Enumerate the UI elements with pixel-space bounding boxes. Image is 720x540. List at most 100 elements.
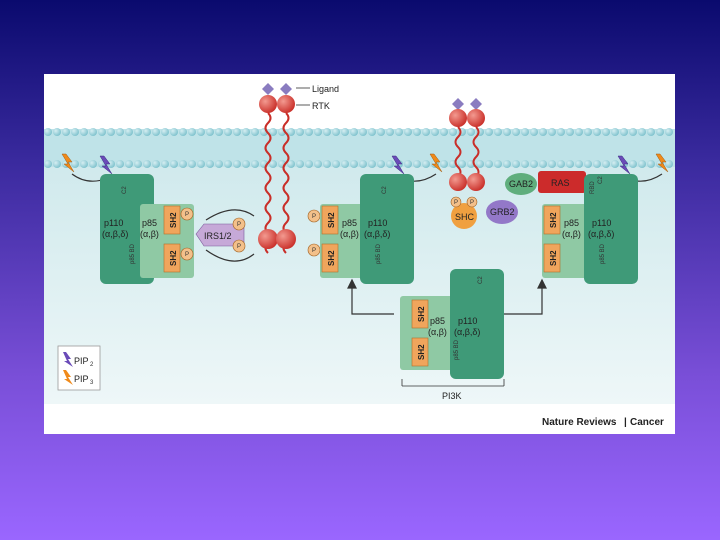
lipid-head bbox=[377, 160, 385, 168]
svg-text:P: P bbox=[470, 200, 474, 206]
ligand-diamond-icon bbox=[262, 83, 274, 95]
credit-section: Cancer bbox=[630, 417, 664, 428]
lipid-head bbox=[539, 128, 547, 136]
lipid-head bbox=[107, 128, 115, 136]
lipid-head bbox=[449, 128, 457, 136]
figure-panel: Ligand RTK SHC P P GRB2 GAB2 RAS SH2 SH2 bbox=[44, 74, 675, 434]
svg-text:C2: C2 bbox=[598, 176, 604, 184]
lipid-head bbox=[485, 128, 493, 136]
pip2-bolt-icon bbox=[99, 155, 113, 175]
lipid-head bbox=[53, 160, 61, 168]
lipid-head bbox=[206, 128, 214, 136]
pip-bolts bbox=[61, 153, 669, 175]
lipid-head bbox=[557, 128, 565, 136]
svg-text:p85 BD: p85 BD bbox=[376, 243, 382, 264]
lipid-head bbox=[413, 160, 421, 168]
svg-text:C2: C2 bbox=[478, 276, 484, 284]
lipid-head bbox=[170, 160, 178, 168]
pi3k-free: SH2 SH2 p85 (α,β) p110 (α,β,δ) C2 p85 BD… bbox=[400, 269, 505, 401]
pip2-bolt-icon bbox=[63, 352, 73, 367]
lipid-head bbox=[404, 128, 412, 136]
svg-text:p110: p110 bbox=[592, 218, 611, 228]
rtk-receptor-right bbox=[449, 98, 485, 191]
svg-text:p110: p110 bbox=[458, 316, 477, 326]
lipid-head bbox=[98, 128, 106, 136]
shc-label: SHC bbox=[455, 212, 475, 222]
lipid-head bbox=[89, 128, 97, 136]
lipid-head bbox=[314, 160, 322, 168]
lipid-head bbox=[386, 160, 394, 168]
lipid-head bbox=[503, 160, 511, 168]
svg-text:(α,β,δ): (α,β,δ) bbox=[588, 229, 614, 239]
ligand-label: Ligand bbox=[312, 84, 339, 94]
svg-text:p85 BD: p85 BD bbox=[130, 243, 136, 264]
svg-text:p110: p110 bbox=[368, 218, 387, 228]
lipid-head bbox=[602, 128, 610, 136]
lipid-head bbox=[224, 160, 232, 168]
credit-journal: Nature Reviews bbox=[542, 417, 617, 428]
lipid-head bbox=[71, 160, 79, 168]
svg-text:(α,β): (α,β) bbox=[140, 229, 159, 239]
lipid-head bbox=[224, 128, 232, 136]
lipid-head bbox=[251, 160, 259, 168]
lipid-head bbox=[521, 128, 529, 136]
lipid-head bbox=[80, 128, 88, 136]
lipid-head bbox=[314, 128, 322, 136]
ligand-diamond-icon bbox=[452, 98, 464, 110]
lipid-head bbox=[323, 128, 331, 136]
svg-text:SH2: SH2 bbox=[327, 250, 336, 266]
lipid-head bbox=[539, 160, 547, 168]
lipid-head bbox=[134, 160, 142, 168]
lipid-head bbox=[413, 128, 421, 136]
lipid-head bbox=[71, 128, 79, 136]
lipid-head bbox=[134, 128, 142, 136]
svg-text:SH2: SH2 bbox=[169, 212, 178, 228]
lipid-head bbox=[422, 160, 430, 168]
lipid-head bbox=[494, 160, 502, 168]
ligand-diamond-icon bbox=[470, 98, 482, 110]
legend-pip3-label: PIP bbox=[74, 374, 89, 384]
lipid-head bbox=[422, 128, 430, 136]
svg-text:SH2: SH2 bbox=[327, 212, 336, 228]
p85-label: p85 bbox=[142, 218, 157, 228]
figure-credit: Nature Reviews | Cancer bbox=[542, 417, 664, 428]
lipid-head bbox=[89, 160, 97, 168]
lipid-head bbox=[566, 128, 574, 136]
lipid-head bbox=[629, 160, 637, 168]
legend-pip2-label: PIP bbox=[74, 356, 89, 366]
lipid-head bbox=[557, 160, 565, 168]
lipid-head bbox=[233, 160, 241, 168]
lipid-head bbox=[440, 160, 448, 168]
lipid-head bbox=[143, 160, 151, 168]
lipid-head bbox=[548, 128, 556, 136]
lipid-head bbox=[584, 160, 592, 168]
pip3-bolt-icon bbox=[63, 370, 73, 385]
lipid-head bbox=[566, 160, 574, 168]
svg-text:p85: p85 bbox=[430, 316, 445, 326]
lipid-head bbox=[476, 160, 484, 168]
svg-text:P: P bbox=[237, 244, 241, 250]
pi3k-label: PI3K bbox=[442, 391, 462, 401]
lipid-head bbox=[602, 160, 610, 168]
svg-text:(α,β): (α,β) bbox=[340, 229, 359, 239]
lipid-head bbox=[593, 128, 601, 136]
lipid-head bbox=[503, 128, 511, 136]
svg-text:RBD: RBD bbox=[590, 181, 596, 194]
pip2-bolt-icon bbox=[391, 155, 405, 175]
lipid-head bbox=[170, 128, 178, 136]
lipid-head bbox=[647, 128, 655, 136]
p110-label: p110 bbox=[104, 218, 123, 228]
svg-text:SH2: SH2 bbox=[169, 250, 178, 266]
lipid-head bbox=[152, 128, 160, 136]
svg-text:C2: C2 bbox=[122, 186, 128, 194]
lipid-head bbox=[233, 128, 241, 136]
pi3k-complex-right: SH2 SH2 p85 (α,β) p110 (α,β,δ) RBD C2 p8… bbox=[542, 174, 638, 284]
lipid-head bbox=[152, 160, 160, 168]
lipid-head bbox=[44, 128, 52, 136]
irs-adaptor: IRS1/2 P P P P bbox=[180, 207, 255, 262]
lipid-head bbox=[116, 160, 124, 168]
lipid-head bbox=[368, 128, 376, 136]
lipid-head bbox=[638, 160, 646, 168]
svg-text:p85 BD: p85 BD bbox=[600, 243, 606, 264]
svg-text:SH2: SH2 bbox=[417, 306, 426, 322]
